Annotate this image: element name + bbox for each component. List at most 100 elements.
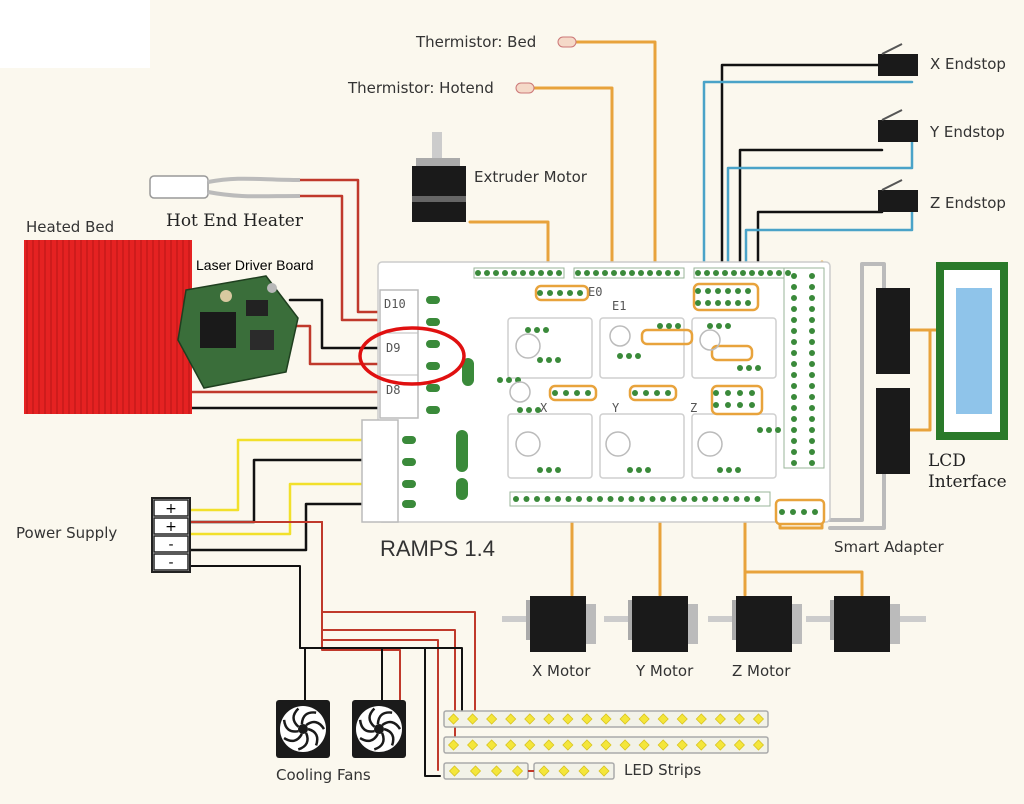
pcb-pin-right-9-0 bbox=[791, 372, 797, 378]
pcb-pin-7-2 bbox=[654, 390, 660, 396]
laser-driver-pot bbox=[267, 283, 277, 293]
pcb-pin-right-15-1 bbox=[809, 438, 815, 444]
y-endstop-switch bbox=[878, 120, 918, 142]
terminal-d8-b bbox=[426, 406, 440, 414]
capacitor-6 bbox=[605, 431, 631, 457]
heated-bed-plate bbox=[24, 240, 192, 414]
pcb-pin-right-1-0 bbox=[791, 284, 797, 290]
aux-header-highlight bbox=[774, 498, 826, 526]
thermistor-hotend-header-highlight bbox=[640, 328, 694, 346]
pcb-pin-right-14-1 bbox=[809, 427, 815, 433]
pcb-pin-right-14-0 bbox=[791, 427, 797, 433]
fan-1-blade-2 bbox=[283, 733, 303, 743]
pcb-pin-1-9 bbox=[656, 270, 662, 276]
right-header bbox=[783, 267, 825, 469]
power-terminal-1 bbox=[153, 499, 189, 517]
pcb-pin-right-5-1 bbox=[809, 328, 815, 334]
pcb-pad-8-0 bbox=[627, 467, 633, 473]
pcb-pin-9-3 bbox=[749, 402, 755, 408]
fan-1-blade-1 bbox=[297, 732, 309, 751]
pcb-pin-10-6 bbox=[576, 496, 582, 502]
pcb-pin-3-0 bbox=[537, 290, 543, 296]
y-motor-body bbox=[632, 596, 688, 652]
pcb-pin-6-1 bbox=[563, 390, 569, 396]
terminal-d9-b bbox=[426, 362, 440, 370]
pcb-pad-9-0 bbox=[717, 467, 723, 473]
pcb-pin-4-2 bbox=[715, 288, 721, 294]
lcd-interface-label-line2: Interface bbox=[928, 472, 1007, 492]
laser-driver-chip bbox=[246, 300, 268, 316]
pcb-pin-11-2 bbox=[801, 509, 807, 515]
pcb-pin-4-3 bbox=[725, 288, 731, 294]
wire-x-endstop-black bbox=[720, 63, 884, 297]
y-motor-flange bbox=[628, 600, 634, 640]
pcb-pin-right-6-1 bbox=[809, 339, 815, 345]
driver-socket-x bbox=[507, 413, 593, 479]
endstops: X Endstop Y Endstop Z Endstop bbox=[878, 43, 1006, 212]
power-supply-terminals: ++-- bbox=[153, 499, 189, 571]
pcb-pin-10-21 bbox=[733, 496, 740, 502]
pcb-pad-2-0 bbox=[617, 353, 623, 359]
terminal-d9-a bbox=[426, 340, 440, 348]
led-strip-2-led-3 bbox=[505, 739, 517, 751]
pcb-pin-right-2-0 bbox=[791, 295, 797, 301]
extruder-motor-label: Extruder Motor bbox=[474, 168, 588, 186]
pcb-pad-11-0 bbox=[497, 377, 503, 383]
wire-hotend-heater-red-2 bbox=[298, 194, 394, 322]
fan-1-blade-6 bbox=[305, 720, 326, 730]
z-endstop-lever bbox=[881, 179, 903, 191]
power-supply: Power Supply ++-- bbox=[16, 497, 191, 573]
power-terminal-sign-4: - bbox=[168, 555, 173, 571]
capacitor-2 bbox=[509, 381, 531, 403]
pcb-pad-6-2 bbox=[535, 407, 541, 413]
pcb-pin-1-3 bbox=[602, 270, 608, 276]
pcb-pin-right-16-1 bbox=[809, 449, 815, 455]
pcb-pin-4-1 bbox=[705, 288, 711, 294]
led-strip-2-led-0 bbox=[447, 739, 460, 751]
led-strips bbox=[443, 710, 769, 780]
pcb-pin-10-15 bbox=[670, 496, 677, 502]
pcb-pin-1-10 bbox=[665, 270, 671, 276]
led-strips-label: LED Strips bbox=[624, 761, 701, 779]
led-strip-1-led-7 bbox=[581, 713, 593, 725]
pcb-pin-right-2-1 bbox=[809, 295, 815, 301]
led-strip-3a-led-1 bbox=[469, 765, 482, 777]
pcb-pin-0-2 bbox=[493, 270, 499, 276]
led-strip-1-led-9 bbox=[619, 713, 631, 725]
pcb-pin-10-9 bbox=[607, 496, 614, 502]
pcb-pin-9-1 bbox=[725, 402, 731, 408]
pcb-pin-right-15-0 bbox=[791, 438, 797, 444]
led-strip-3a-led-0 bbox=[448, 765, 461, 777]
pcb-pad-5-0 bbox=[737, 365, 743, 371]
led-strip-3b-led-3 bbox=[598, 765, 610, 777]
pcb-pin-7-0 bbox=[632, 390, 638, 396]
extruder-motor-band bbox=[412, 196, 466, 202]
led-strip-2-led-1 bbox=[467, 739, 479, 751]
wire-laser-black bbox=[288, 298, 394, 350]
led-strip-2-led-7 bbox=[581, 739, 593, 751]
x-motor-label: X Motor bbox=[532, 662, 591, 680]
pcb-pad-8-2 bbox=[645, 467, 651, 473]
pcb-pin-1-1 bbox=[584, 270, 590, 276]
pcb-pin-7-1 bbox=[643, 390, 649, 396]
fan-2-blade-0 bbox=[383, 727, 395, 746]
fan-2-blade-1 bbox=[373, 732, 385, 751]
led-strip-3a-led-3 bbox=[511, 765, 524, 777]
led-strip-2-led-14 bbox=[714, 739, 726, 751]
pcb-pad-2-1 bbox=[626, 353, 632, 359]
led-strip-2-led-6 bbox=[562, 739, 574, 751]
pcb-pin-10-8 bbox=[597, 496, 603, 502]
z-motor-1-body bbox=[736, 596, 792, 652]
pcb-pin-0-9 bbox=[556, 270, 562, 276]
pcb-pin-0-6 bbox=[529, 270, 535, 276]
laser-driver-chip-2 bbox=[250, 330, 274, 350]
z-motor-2-body bbox=[834, 596, 890, 652]
led-strip-2-led-9 bbox=[619, 739, 631, 751]
pcb-pin-0-1 bbox=[484, 270, 490, 276]
label-y-driver: Y bbox=[612, 401, 620, 415]
terminal-d10-b bbox=[426, 318, 440, 326]
pcb-pin-10-14 bbox=[660, 496, 666, 502]
smart-adapter-label: Smart Adapter bbox=[834, 538, 944, 556]
led-strip-1-led-11 bbox=[657, 713, 669, 725]
